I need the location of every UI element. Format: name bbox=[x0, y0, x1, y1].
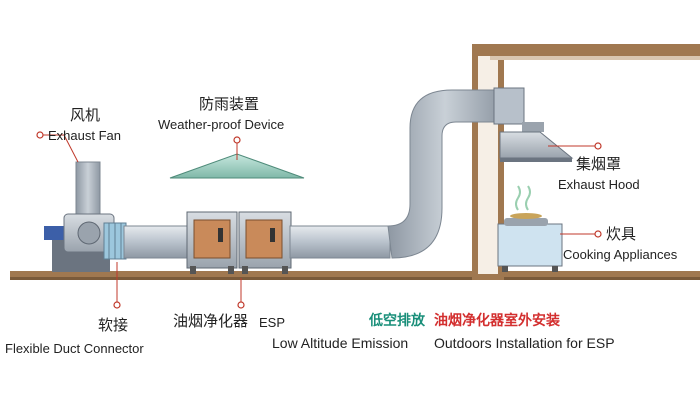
cooking-label-en: Cooking Appliances bbox=[563, 247, 678, 262]
exhaust-hood-label-zh: 集烟罩 bbox=[576, 155, 622, 173]
cooking-appliance bbox=[497, 185, 563, 272]
exhaust-hood-label-en: Exhaust Hood bbox=[558, 177, 640, 192]
weather-proof-device bbox=[169, 153, 305, 179]
leader-lines bbox=[40, 134, 598, 305]
exhaust-hood bbox=[499, 122, 574, 162]
connector-label-zh: 软接 bbox=[98, 316, 129, 334]
riser-duct bbox=[289, 87, 525, 259]
exhaust-fan-label-zh: 风机 bbox=[70, 106, 101, 124]
weather-proof-label-zh: 防雨装置 bbox=[199, 95, 260, 113]
low-altitude-label-zh: 低空排放 bbox=[369, 313, 425, 329]
weather-proof-label-en: Weather-proof Device bbox=[158, 117, 285, 132]
ground bbox=[10, 271, 700, 280]
esp-unit-1 bbox=[186, 211, 238, 274]
outdoor-label-en: Outdoors Installation for ESP bbox=[434, 335, 615, 351]
flexible-duct-connector bbox=[103, 222, 127, 260]
horizontal-duct bbox=[123, 225, 195, 259]
exhaust-fan-label-en: Exhaust Fan bbox=[48, 128, 121, 143]
cooking-label-zh: 炊具 bbox=[606, 225, 637, 243]
outdoor-label-zh: 油烟净化器室外安装 bbox=[434, 313, 560, 329]
leader-dots bbox=[36, 131, 602, 309]
esp-unit-2 bbox=[238, 211, 292, 274]
esp-label-en: ESP bbox=[259, 315, 286, 330]
exhaust-fan bbox=[44, 161, 115, 272]
low-altitude-label-en: Low Altitude Emission bbox=[272, 335, 409, 351]
esp-label-zh: 油烟净化器 bbox=[173, 312, 249, 330]
connector-label-en: Flexible Duct Connector bbox=[5, 341, 144, 356]
